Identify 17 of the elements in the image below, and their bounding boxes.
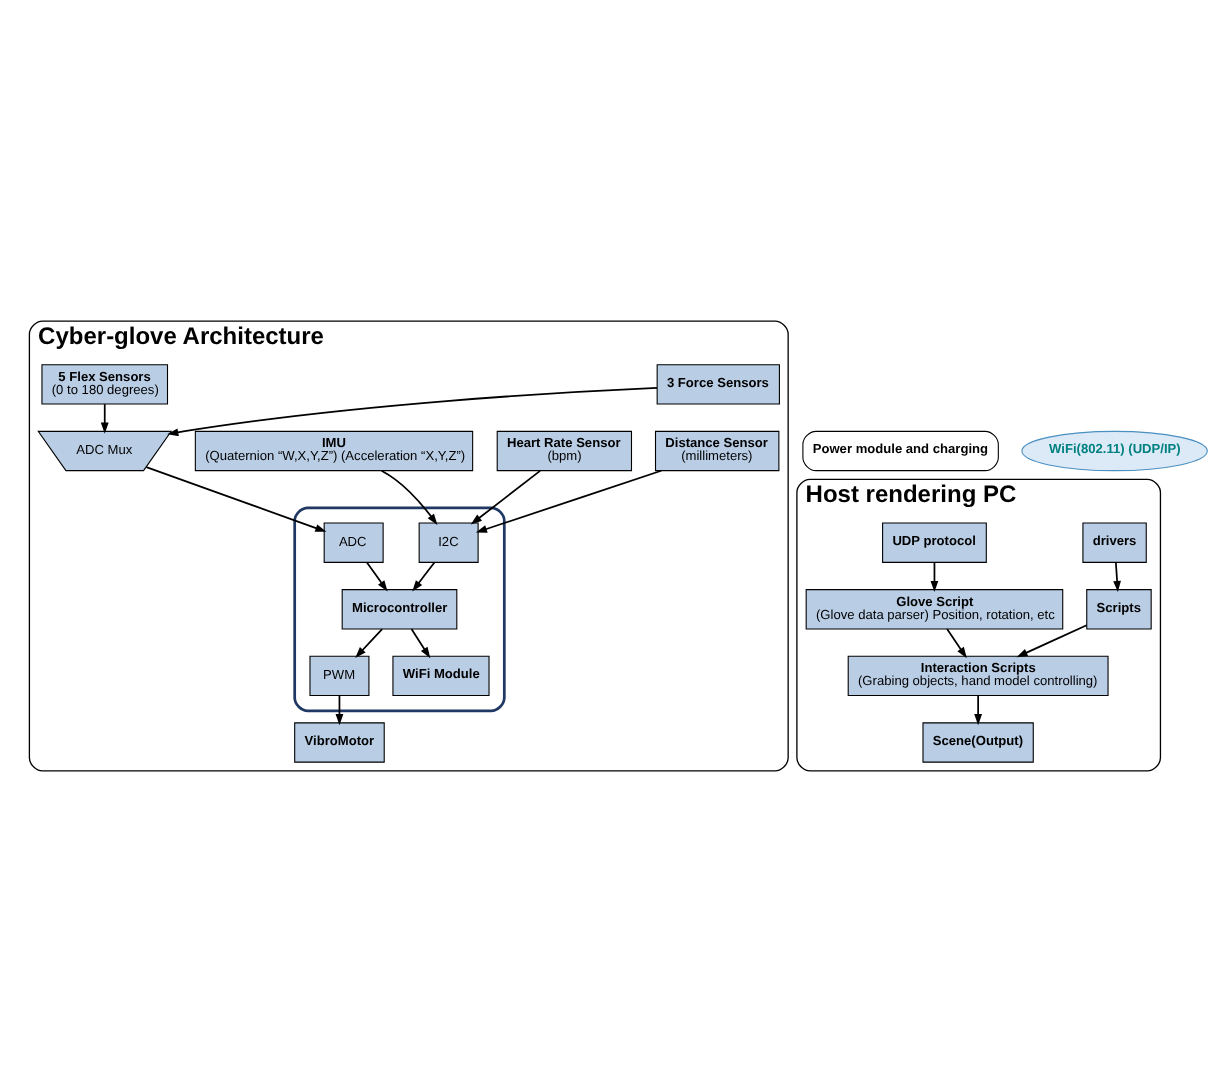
arrow	[974, 693, 983, 725]
cluster	[293, 505, 506, 712]
arrow	[167, 385, 658, 436]
arrow	[366, 560, 388, 591]
arrow	[335, 693, 344, 725]
arrow	[930, 560, 939, 592]
arrow	[1113, 560, 1121, 592]
arrow	[470, 469, 541, 524]
arrow	[946, 627, 967, 658]
arrow	[100, 402, 109, 433]
arrow	[145, 465, 327, 531]
arrow	[1016, 623, 1088, 657]
arrow	[475, 468, 663, 532]
arrow	[410, 627, 431, 658]
arrow	[355, 627, 383, 657]
arrow	[412, 560, 436, 591]
arrow	[380, 468, 438, 524]
